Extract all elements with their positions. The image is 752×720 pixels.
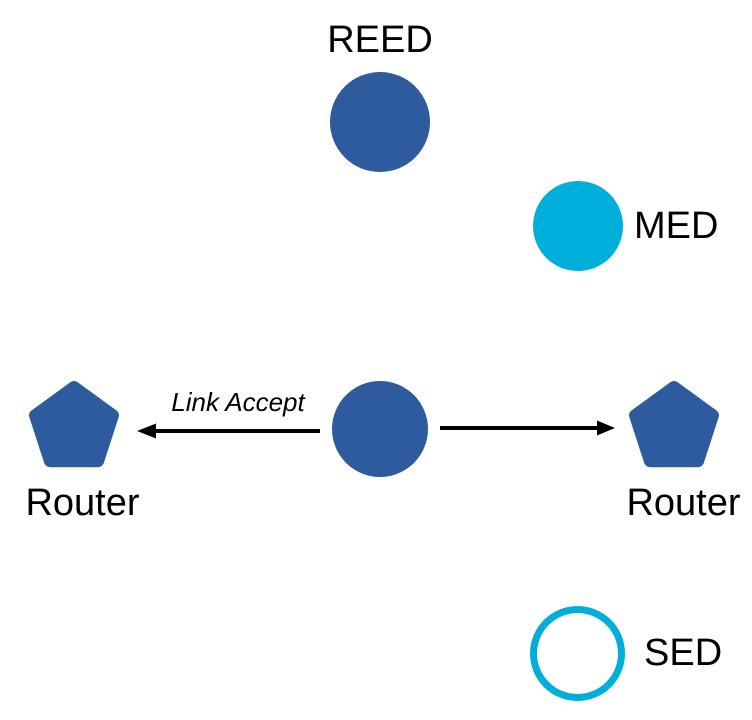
router-left-pentagon — [29, 381, 119, 468]
router-left-label: Router — [25, 482, 140, 524]
sed-label: SED — [644, 632, 723, 674]
parent-node-circle — [332, 381, 428, 477]
arrowhead-right-icon — [597, 420, 615, 436]
link-accept-arrow — [137, 423, 320, 439]
pentagon-shape — [29, 381, 119, 468]
reed-node-circle — [330, 72, 430, 172]
router-right-pentagon — [629, 381, 719, 468]
med-label: MED — [634, 205, 719, 247]
pentagon-shape — [629, 381, 719, 468]
router-right-label: Router — [626, 482, 741, 524]
med-node-circle — [533, 181, 623, 271]
sed-node-circle — [530, 606, 625, 701]
right-router-arrow — [440, 420, 615, 436]
arrowhead-left-icon — [137, 423, 156, 439]
reed-label: REED — [327, 19, 433, 61]
link-accept-edge-label: Link Accept — [171, 387, 305, 417]
